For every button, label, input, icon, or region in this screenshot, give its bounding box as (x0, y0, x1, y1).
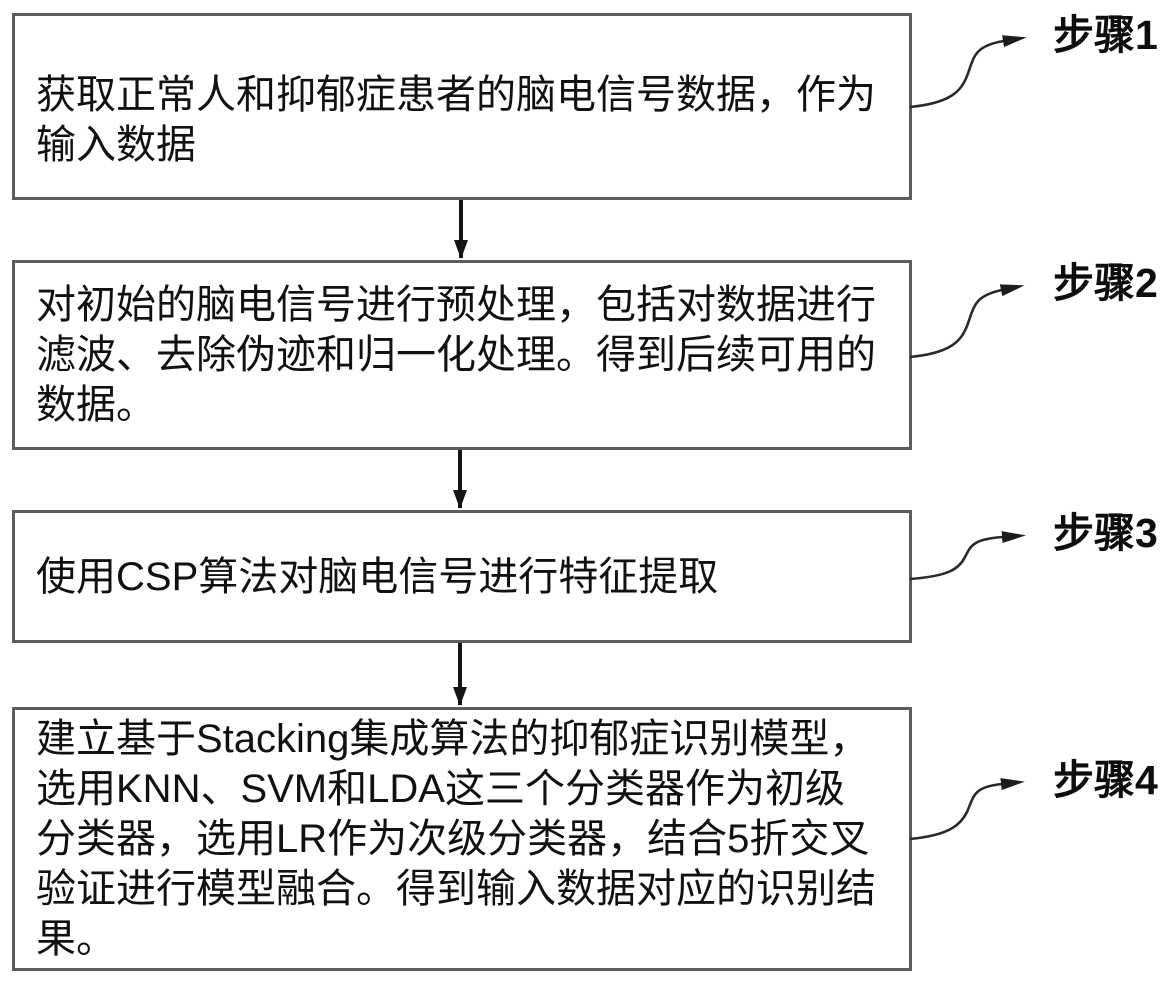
step-label-3: 步骤3 (1053, 510, 1158, 556)
flow-box-step2: 对初始的脑电信号进行预处理，包括对数据进行 滤波、去除伪迹和归一化处理。得到后续… (12, 260, 912, 450)
flow-box-step3-text: 使用CSP算法对脑电信号进行特征提取 (36, 554, 719, 599)
flow-box-step3: 使用CSP算法对脑电信号进行特征提取 (12, 510, 912, 643)
flow-box-step4-text: 建立基于Stacking集成算法的抑郁症识别模型， 选用KNN、SVM和LDA这… (36, 717, 876, 961)
flow-box-step4: 建立基于Stacking集成算法的抑郁症识别模型， 选用KNN、SVM和LDA这… (12, 707, 912, 971)
flow-box-step2-text: 对初始的脑电信号进行预处理，包括对数据进行 滤波、去除伪迹和归一化处理。得到后续… (36, 283, 876, 427)
flow-box-step1-text: 获取正常人和抑郁症患者的脑电信号数据，作为 输入数据 (36, 72, 876, 167)
curved-arrow-step4 (909, 778, 1025, 841)
step-label-2: 步骤2 (1053, 260, 1158, 306)
curved-arrow-step2 (909, 284, 1025, 359)
step-label-4: 步骤4 (1053, 757, 1158, 803)
curved-arrow-step3 (909, 531, 1026, 581)
curved-arrow-step1 (909, 35, 1027, 109)
flow-box-step1: 获取正常人和抑郁症患者的脑电信号数据，作为 输入数据 (12, 13, 912, 200)
step-label-1: 步骤1 (1053, 12, 1158, 58)
